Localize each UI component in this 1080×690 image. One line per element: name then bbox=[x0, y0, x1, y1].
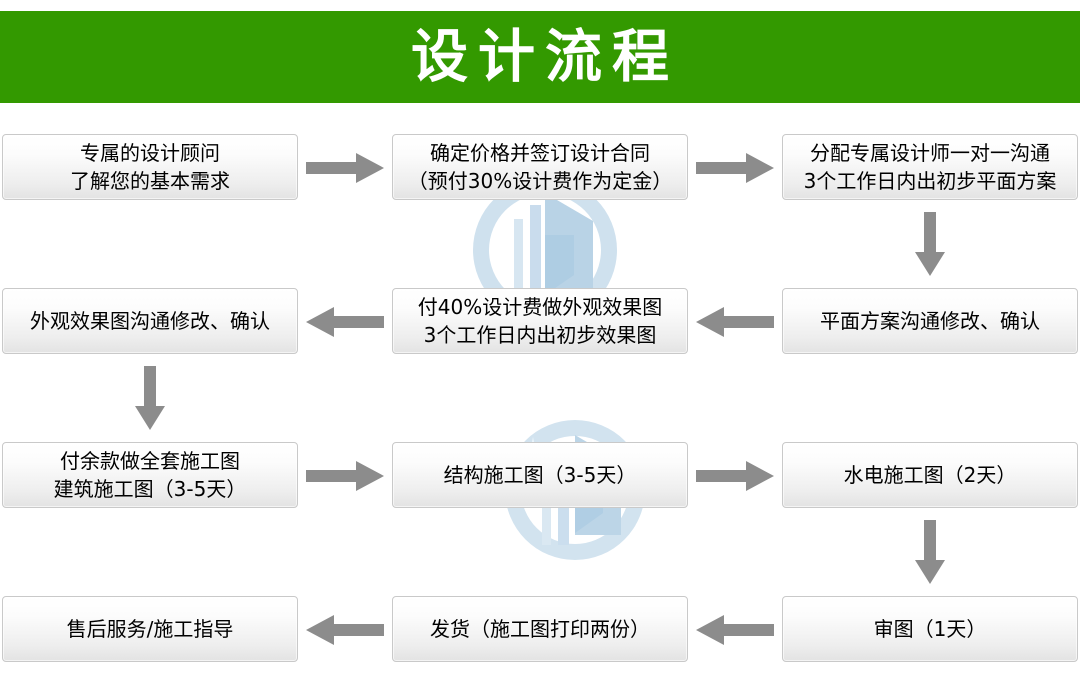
flow-step-label: 确定价格并签订设计合同 （预付30%设计费作为定金） bbox=[407, 140, 673, 193]
flow-step-label: 水电施工图（2天） bbox=[843, 462, 1017, 487]
flow-step-8[interactable]: 结构施工图（3-5天） bbox=[392, 442, 688, 508]
flow-step-6[interactable]: 外观效果图沟通修改、确认 bbox=[2, 288, 298, 354]
flow-step-label: 结构施工图（3-5天） bbox=[443, 462, 637, 487]
flow-step-4[interactable]: 平面方案沟通修改、确认 bbox=[782, 288, 1078, 354]
flow-step-9[interactable]: 水电施工图（2天） bbox=[782, 442, 1078, 508]
connector-4-arrow-left bbox=[696, 306, 774, 338]
connector-3-arrow-down bbox=[912, 212, 948, 276]
flow-step-label: 付余款做全套施工图 建筑施工图（3-5天） bbox=[53, 448, 247, 501]
flow-step-label: 专属的设计顾问 了解您的基本需求 bbox=[70, 140, 230, 193]
connector-6-arrow-down bbox=[132, 366, 168, 430]
flow-step-5[interactable]: 付40%设计费做外观效果图 3个工作日内出初步效果图 bbox=[392, 288, 688, 354]
flow-step-label: 平面方案沟通修改、确认 bbox=[820, 308, 1040, 333]
connector-10-arrow-left bbox=[696, 614, 774, 646]
flow-step-label: 发货（施工图打印两份） bbox=[430, 616, 650, 641]
flow-step-label: 外观效果图沟通修改、确认 bbox=[30, 308, 270, 333]
flow-step-label: 付40%设计费做外观效果图 3个工作日内出初步效果图 bbox=[417, 294, 663, 347]
flow-step-1[interactable]: 专属的设计顾问 了解您的基本需求 bbox=[2, 134, 298, 200]
flow-step-10[interactable]: 审图（1天） bbox=[782, 596, 1078, 662]
flow-step-label: 售后服务/施工指导 bbox=[66, 616, 234, 641]
connector-5-arrow-left bbox=[306, 306, 384, 338]
flow-step-3[interactable]: 分配专属设计师一对一沟通 3个工作日内出初步平面方案 bbox=[782, 134, 1078, 200]
connector-8-arrow-right bbox=[696, 460, 774, 492]
connector-9-arrow-down bbox=[912, 520, 948, 584]
connector-7-arrow-right bbox=[306, 460, 384, 492]
connector-11-arrow-left bbox=[306, 614, 384, 646]
flow-step-2[interactable]: 确定价格并签订设计合同 （预付30%设计费作为定金） bbox=[392, 134, 688, 200]
flow-step-7[interactable]: 付余款做全套施工图 建筑施工图（3-5天） bbox=[2, 442, 298, 508]
flow-step-label: 分配专属设计师一对一沟通 3个工作日内出初步平面方案 bbox=[803, 140, 1057, 193]
connector-2-arrow-right bbox=[696, 152, 774, 184]
connector-1-arrow-right bbox=[306, 152, 384, 184]
flow-step-12[interactable]: 售后服务/施工指导 bbox=[2, 596, 298, 662]
header-banner: 设计流程 bbox=[0, 11, 1080, 103]
flow-step-label: 审图（1天） bbox=[873, 616, 987, 641]
page-title: 设计流程 bbox=[411, 23, 679, 90]
flow-step-11[interactable]: 发货（施工图打印两份） bbox=[392, 596, 688, 662]
